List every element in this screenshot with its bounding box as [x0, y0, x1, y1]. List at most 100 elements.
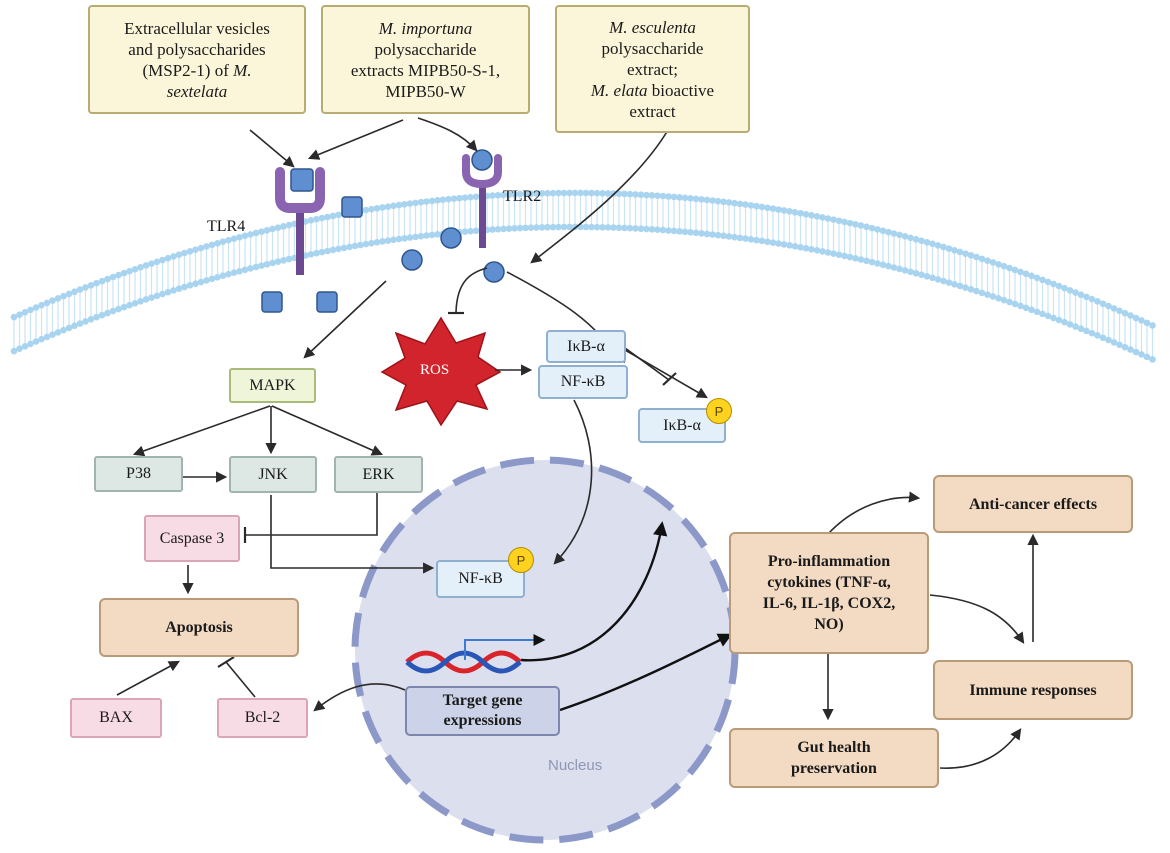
phospholipid-head [329, 212, 337, 220]
phospholipid-head [467, 227, 474, 235]
phospholipid-head [885, 262, 892, 270]
phospholipid-head [1011, 300, 1019, 308]
dna-helix-icon [405, 634, 546, 674]
phospholipid-head [395, 235, 403, 243]
phospho-ikb-alpha-box: IκB-α [638, 408, 726, 443]
tlr2-receptor [462, 149, 502, 248]
phospholipid-head [307, 251, 315, 258]
phospholipid-head [505, 191, 513, 198]
phospholipid-head [472, 193, 480, 201]
phospholipid-head [632, 191, 639, 198]
phospholipid-head [170, 287, 177, 294]
phospholipid-head [819, 248, 826, 255]
phospholipid-head [676, 194, 683, 201]
phospholipid-head [1088, 329, 1096, 337]
phospholipid-head [109, 307, 117, 315]
phospholipid-head [428, 197, 436, 205]
phospholipid-head [538, 190, 546, 197]
phospholipid-head [593, 223, 601, 231]
phospholipid-head [263, 260, 271, 268]
phospholipid-head [164, 288, 172, 296]
phospholipid-head [791, 208, 799, 216]
phospholipid-head [560, 189, 568, 197]
pathway-arrows [116, 117, 1039, 769]
phospholipid-head [527, 190, 535, 197]
phospholipid-head [720, 198, 727, 206]
phospholipid-head [21, 342, 29, 350]
phospholipid-head [450, 195, 458, 202]
phospholipid-head [714, 231, 722, 239]
phospholipid-head [21, 308, 29, 316]
phospholipid-head [863, 257, 870, 265]
phospholipid-head [802, 244, 810, 252]
phospholipid-head [659, 192, 667, 200]
phospholipid-head [890, 230, 898, 237]
phospholipid-head [98, 311, 106, 319]
phospholipid-head [357, 241, 364, 249]
phospholipid-head [32, 304, 40, 311]
phospholipid-head [841, 218, 848, 226]
phospholipid-head [1149, 322, 1156, 329]
phospholipid-head [885, 228, 892, 236]
phospholipid-head [324, 247, 331, 255]
ligand-circle [440, 227, 462, 249]
phospholipid-head [659, 226, 667, 234]
cell-membrane [10, 189, 1156, 363]
phospholipid-head [71, 322, 78, 330]
ligand-square [261, 291, 283, 313]
phospholipid-head [384, 237, 392, 244]
phospholipid-head [764, 238, 771, 246]
source-line: bioactive [647, 80, 715, 100]
phospholipid-head [533, 190, 540, 197]
phospholipid-head [1143, 319, 1151, 327]
phospholipid-head [923, 272, 931, 280]
phospholipid-head [230, 235, 238, 243]
phosphate-badge-icon: P [706, 398, 732, 424]
phospholipid-head [87, 282, 95, 289]
phospholipid-head [808, 245, 815, 253]
phospholipid-head [65, 324, 73, 332]
phospholipid-head [274, 258, 282, 265]
phospholipid-head [71, 288, 78, 296]
phospholipid-head [236, 267, 243, 275]
phospholipid-head [115, 305, 122, 313]
cytokine-line: Pro-inflammation [767, 553, 891, 570]
phospholipid-head [1022, 270, 1030, 278]
phospholipid-head [219, 238, 227, 246]
phospholipid-head [852, 221, 859, 228]
phospholipid-head [192, 280, 199, 287]
phospholipid-head [1121, 343, 1129, 351]
phospholipid-head [126, 267, 133, 275]
phospholipid-head [786, 208, 793, 215]
phospholipid-head [1138, 351, 1145, 358]
phospholipid-head [780, 207, 788, 214]
phospholipid-head [1044, 278, 1052, 286]
phospholipid-head [984, 257, 991, 264]
phospholipid-head [412, 233, 419, 241]
phospholipid-head [522, 190, 529, 198]
phospholipid-head [1033, 308, 1041, 316]
phospholipid-head [516, 190, 524, 198]
phospholipid-head [692, 195, 700, 203]
phospholipid-head [604, 190, 612, 197]
phospholipid-head [560, 223, 568, 231]
phospholipid-head [472, 227, 480, 235]
phospholipid-head [879, 227, 887, 235]
phospholipid-head [753, 236, 760, 244]
phospholipid-head [797, 209, 804, 217]
phospholipid-head [379, 238, 386, 245]
phospholipid-head [813, 247, 821, 254]
phospholipid-head [1110, 305, 1118, 312]
phospholipid-head [604, 224, 612, 231]
phospholipid-head [967, 252, 975, 259]
phospholipid-head [978, 289, 986, 297]
phospholipid-head [1000, 262, 1008, 270]
phospholipid-head [93, 313, 100, 321]
ligand-square [316, 291, 338, 313]
phospholipid-head [54, 295, 62, 302]
phospholipid-head [170, 253, 177, 260]
phospholipid-head [373, 239, 381, 246]
tlr2-label: TLR2 [503, 188, 542, 205]
phospholipid-head [901, 233, 909, 240]
ligand-circle [401, 249, 423, 271]
